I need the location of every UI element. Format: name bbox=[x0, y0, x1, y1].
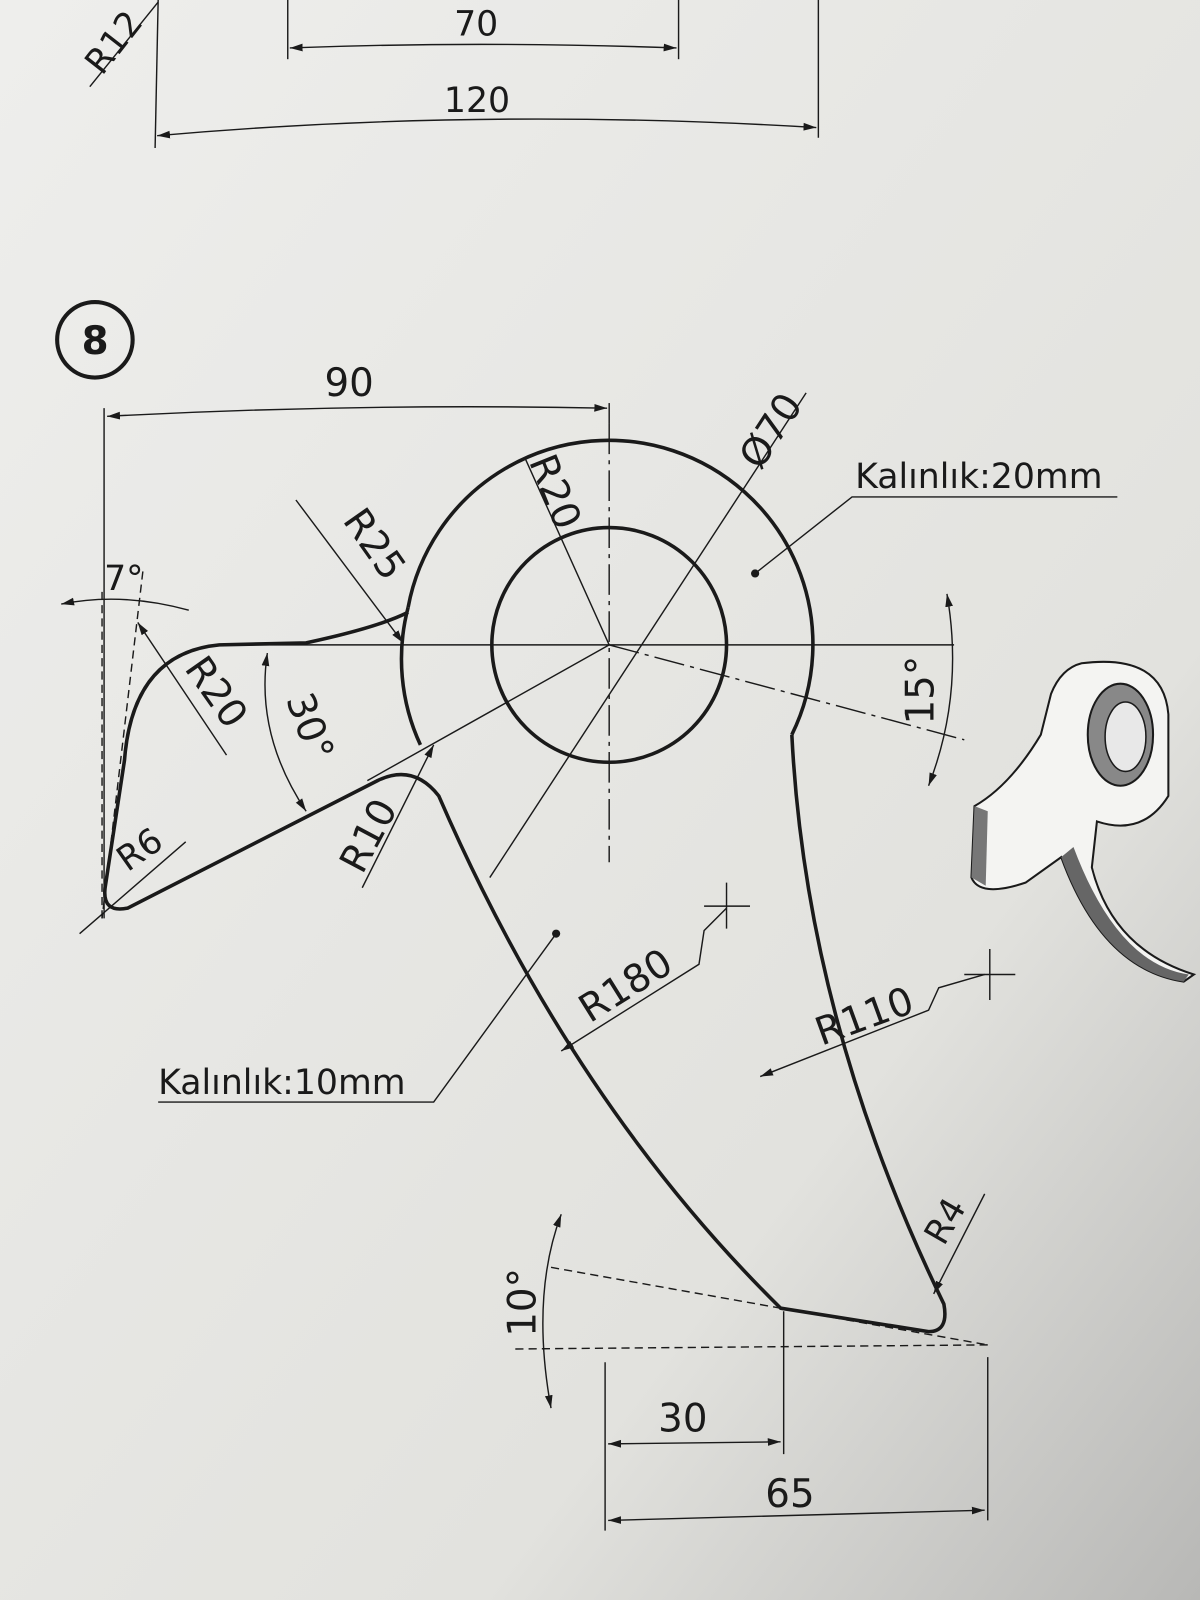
dim-90: 90 bbox=[324, 361, 373, 406]
centerlines bbox=[219, 392, 965, 878]
note-hub-thickness: Kalınlık:20mm bbox=[855, 457, 1102, 497]
top-dim-120: 120 bbox=[444, 81, 510, 121]
problem-number-circle bbox=[55, 300, 135, 380]
top-dim-70: 70 bbox=[454, 5, 498, 45]
dim-10-degrees: 10° bbox=[501, 1268, 546, 1337]
note-arm-thickness: Kalınlık:10mm bbox=[158, 1063, 405, 1103]
dim-65: 65 bbox=[765, 1472, 814, 1517]
dim-15-degrees: 15° bbox=[899, 656, 944, 725]
problem-number: 8 bbox=[82, 319, 109, 364]
part-outline bbox=[102, 438, 947, 1334]
dim-7-degrees: 7° bbox=[104, 559, 143, 599]
isometric-part-view bbox=[970, 660, 1197, 983]
dim-30: 30 bbox=[658, 1397, 707, 1442]
